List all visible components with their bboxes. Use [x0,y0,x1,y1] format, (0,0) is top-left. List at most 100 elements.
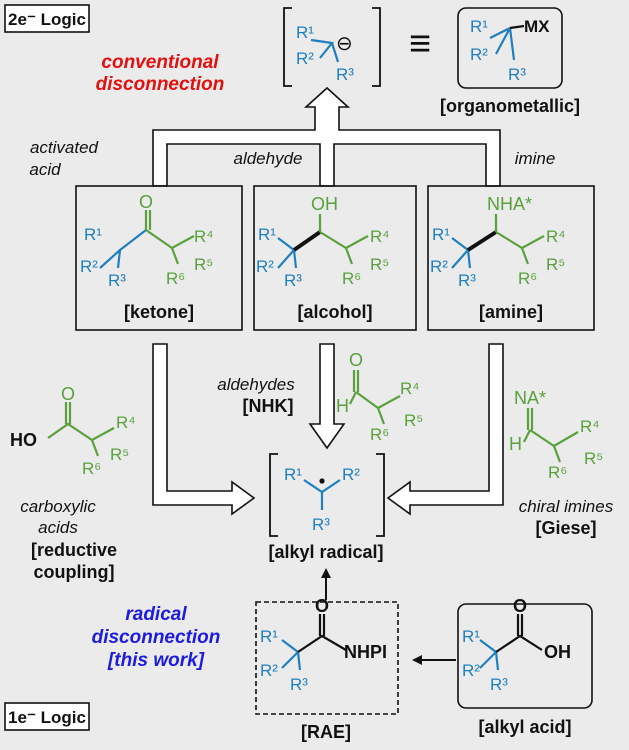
imine-structure: NA* H R⁴ R⁵ R⁶ [509,388,603,482]
amine-r2: R² [430,257,448,276]
rae-blue-bonds [281,639,302,671]
alkyl-acid-box [457,603,593,709]
aldehyde-h: H [336,396,349,416]
alcohol-r1: R¹ [258,225,276,244]
activated-acid-line1: activated [30,138,99,157]
imine-r5: R⁵ [584,449,603,468]
aldehyde-r6: R⁶ [370,425,389,444]
carboxylic-r4: R⁴ [116,413,136,432]
imine-r4: R⁴ [580,417,600,436]
ketone-label: [ketone] [124,302,194,322]
carboxylic-r6: R⁶ [82,459,101,478]
amine-green-bonds [494,214,545,265]
rae-nhpi: NHPI [344,642,387,662]
amine-to-radical-arrow [386,343,504,516]
ketone-green-bonds [144,210,195,265]
ketone-o: O [139,192,153,212]
one-electron-logic-label: 1e⁻ Logic [8,708,86,727]
organometallic-label: [organometallic] [440,96,580,116]
carboxylic-o: O [61,384,75,404]
radical-label: [alkyl radical] [268,542,383,562]
organometallic-r2: R² [470,45,488,64]
imine-r6: R⁶ [548,463,567,482]
rae-structure: O NHPI R¹ R² R³ [RAE] [255,596,399,742]
radical-r2: R² [342,465,360,484]
activated-acid-line2: acid [29,160,61,179]
radical-disc-line2: disconnection [92,627,221,648]
carbanion-r2: R² [296,49,314,68]
alcohol-label: [alcohol] [298,302,373,322]
amine-label: [amine] [479,302,543,322]
radical-r3: R³ [312,515,330,534]
rae-r3: R³ [290,675,308,694]
alcohol-green-bonds [318,214,369,265]
alcohol-r6: R⁶ [342,269,361,288]
aldehyde-r5: R⁵ [404,411,423,430]
carbanion: R¹ R² R³ ⊖ [283,7,381,87]
alcohol-r2: R² [256,257,274,276]
amine-box: NHA* R¹ R² R³ R⁴ R⁵ R⁶ [amine] [427,185,595,331]
imine-path-line1: chiral imines [519,497,614,516]
organometallic-mx: MX [524,17,550,36]
alkyl-radical: R¹ R² R³ [alkyl radical] [268,453,385,562]
rae-r1: R¹ [260,627,278,646]
aldehydes-line1: aldehydes [217,375,295,394]
aldehyde-structure: O H R⁴ R⁵ R⁶ [336,350,423,444]
alkyl-acid-r2: R² [462,661,480,680]
carboxylic-r5: R⁵ [110,445,129,464]
radical-dot [319,478,325,484]
alkyl-acid-blue-bonds [479,639,500,671]
alcohol-r4: R⁴ [370,227,390,246]
carboxylic-line1: carboxylic [20,497,96,516]
amine-blue-bonds [451,237,472,269]
rae-dashed-box [255,601,399,715]
rae-o: O [315,596,329,616]
carbanion-brackets [283,7,381,87]
ketone-to-radical-arrow [152,343,256,516]
imine-path-line2: [Giese] [535,518,596,538]
carbanion-r3: R³ [336,65,354,84]
amine-r5: R⁵ [546,255,565,274]
amine-r6: R⁶ [518,269,537,288]
ketone-r3: R³ [108,271,126,290]
convergent-up-arrow [152,86,501,187]
carbanion-charge: ⊖ [336,33,353,55]
ketone-r2: R² [80,257,98,276]
aldehyde-o: O [349,350,363,370]
carbanion-bonds [310,38,340,63]
ketone-r5: R⁵ [194,255,213,274]
two-electron-logic-box: 2e⁻ Logic [4,4,90,33]
aldehyde-label: aldehyde [233,149,302,168]
one-electron-logic-box: 1e⁻ Logic [4,702,90,731]
ketone-r1: R¹ [84,225,102,244]
rae-label: [RAE] [301,722,351,742]
rae-black-bonds [297,614,347,653]
ketone-blue-bonds [99,229,147,269]
amine-r3: R³ [458,271,476,290]
amine-nha: NHA* [487,194,532,214]
organometallic-r1: R¹ [470,17,488,36]
imine-h: H [509,434,522,454]
organometallic: R¹ R² R³ MX [organometallic] [440,7,580,116]
organometallic-bonds [489,27,516,61]
equivalence-symbol: ≡ [409,23,431,65]
carboxylic-acid-structure: HO O R⁴ R⁵ R⁶ [10,384,136,478]
ketone-box: O R¹ R² R³ R⁴ R⁵ R⁶ [ketone] [75,185,243,331]
alcohol-oh: OH [311,194,338,214]
carboxylic-ho: HO [10,430,37,450]
organometallic-r3: R³ [508,65,526,84]
alkyl-acid-structure: O OH R¹ R² R³ [alkyl acid] [457,596,593,737]
alkyl-acid-label: [alkyl acid] [478,717,571,737]
two-electron-logic-label: 2e⁻ Logic [8,10,86,29]
amine-wedge-bond [466,230,498,252]
radical-r1: R¹ [284,465,302,484]
alkyl-acid-r1: R¹ [462,627,480,646]
alkyl-acid-oh: OH [544,642,571,662]
alcohol-to-radical-arrow [308,343,346,450]
aldehyde-r4: R⁴ [400,379,420,398]
aldehydes-line2: [NHK] [243,396,294,416]
alkyl-acid-r3: R³ [490,675,508,694]
carboxylic-line3: [reductive [31,540,117,560]
conventional-line1: conventional [101,52,219,73]
